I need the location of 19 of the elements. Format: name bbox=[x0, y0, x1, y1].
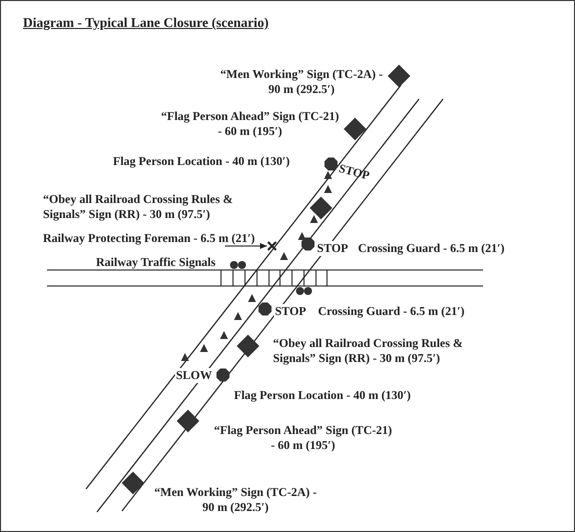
sign-caption: “Flag Person Ahead” Sign (TC-21) - 60 m (195′) bbox=[212, 423, 393, 453]
guard-caption: Crossing Guard - 6.5 m (21′) bbox=[358, 241, 504, 256]
stop-label: STOP bbox=[316, 241, 350, 256]
signal-caption: Railway Traffic Signals bbox=[96, 255, 216, 270]
sign-caption: “Men Working” Sign (TC-2A) - 90 m (292.5′) bbox=[153, 485, 318, 515]
location-caption: Flag Person Location - 40 m (130′) bbox=[113, 154, 290, 169]
sign-caption: “Flag Person Ahead” Sign (TC-21) - 60 m (195′) bbox=[160, 109, 340, 139]
worker-caption: Railway Protecting Foreman - 6.5 m (21′) bbox=[43, 231, 255, 246]
guard-caption: Crossing Guard - 6.5 m (21′) bbox=[318, 304, 464, 319]
sign-caption: “Obey all Railroad Crossing Rules & Signals” Sign (RR) - 30 m (97.5′) bbox=[43, 192, 234, 222]
stop-label: STOP bbox=[274, 304, 308, 319]
sign-caption: “Men Working” Sign (TC-2A) - 90 m (292.5′) bbox=[219, 67, 384, 97]
worker-cross-mark bbox=[267, 241, 277, 251]
stop-label: STOP bbox=[337, 161, 372, 184]
arrow bbox=[224, 243, 268, 249]
sign-caption: “Obey all Railroad Crossing Rules & Signals” Sign (RR) - 30 m (97.5′) bbox=[273, 336, 464, 366]
slow-label: SLOW bbox=[175, 368, 214, 383]
location-caption: Flag Person Location - 40 m (130′) bbox=[234, 388, 411, 403]
diagram-title: Diagram - Typical Lane Closure (scenario) bbox=[23, 15, 269, 30]
